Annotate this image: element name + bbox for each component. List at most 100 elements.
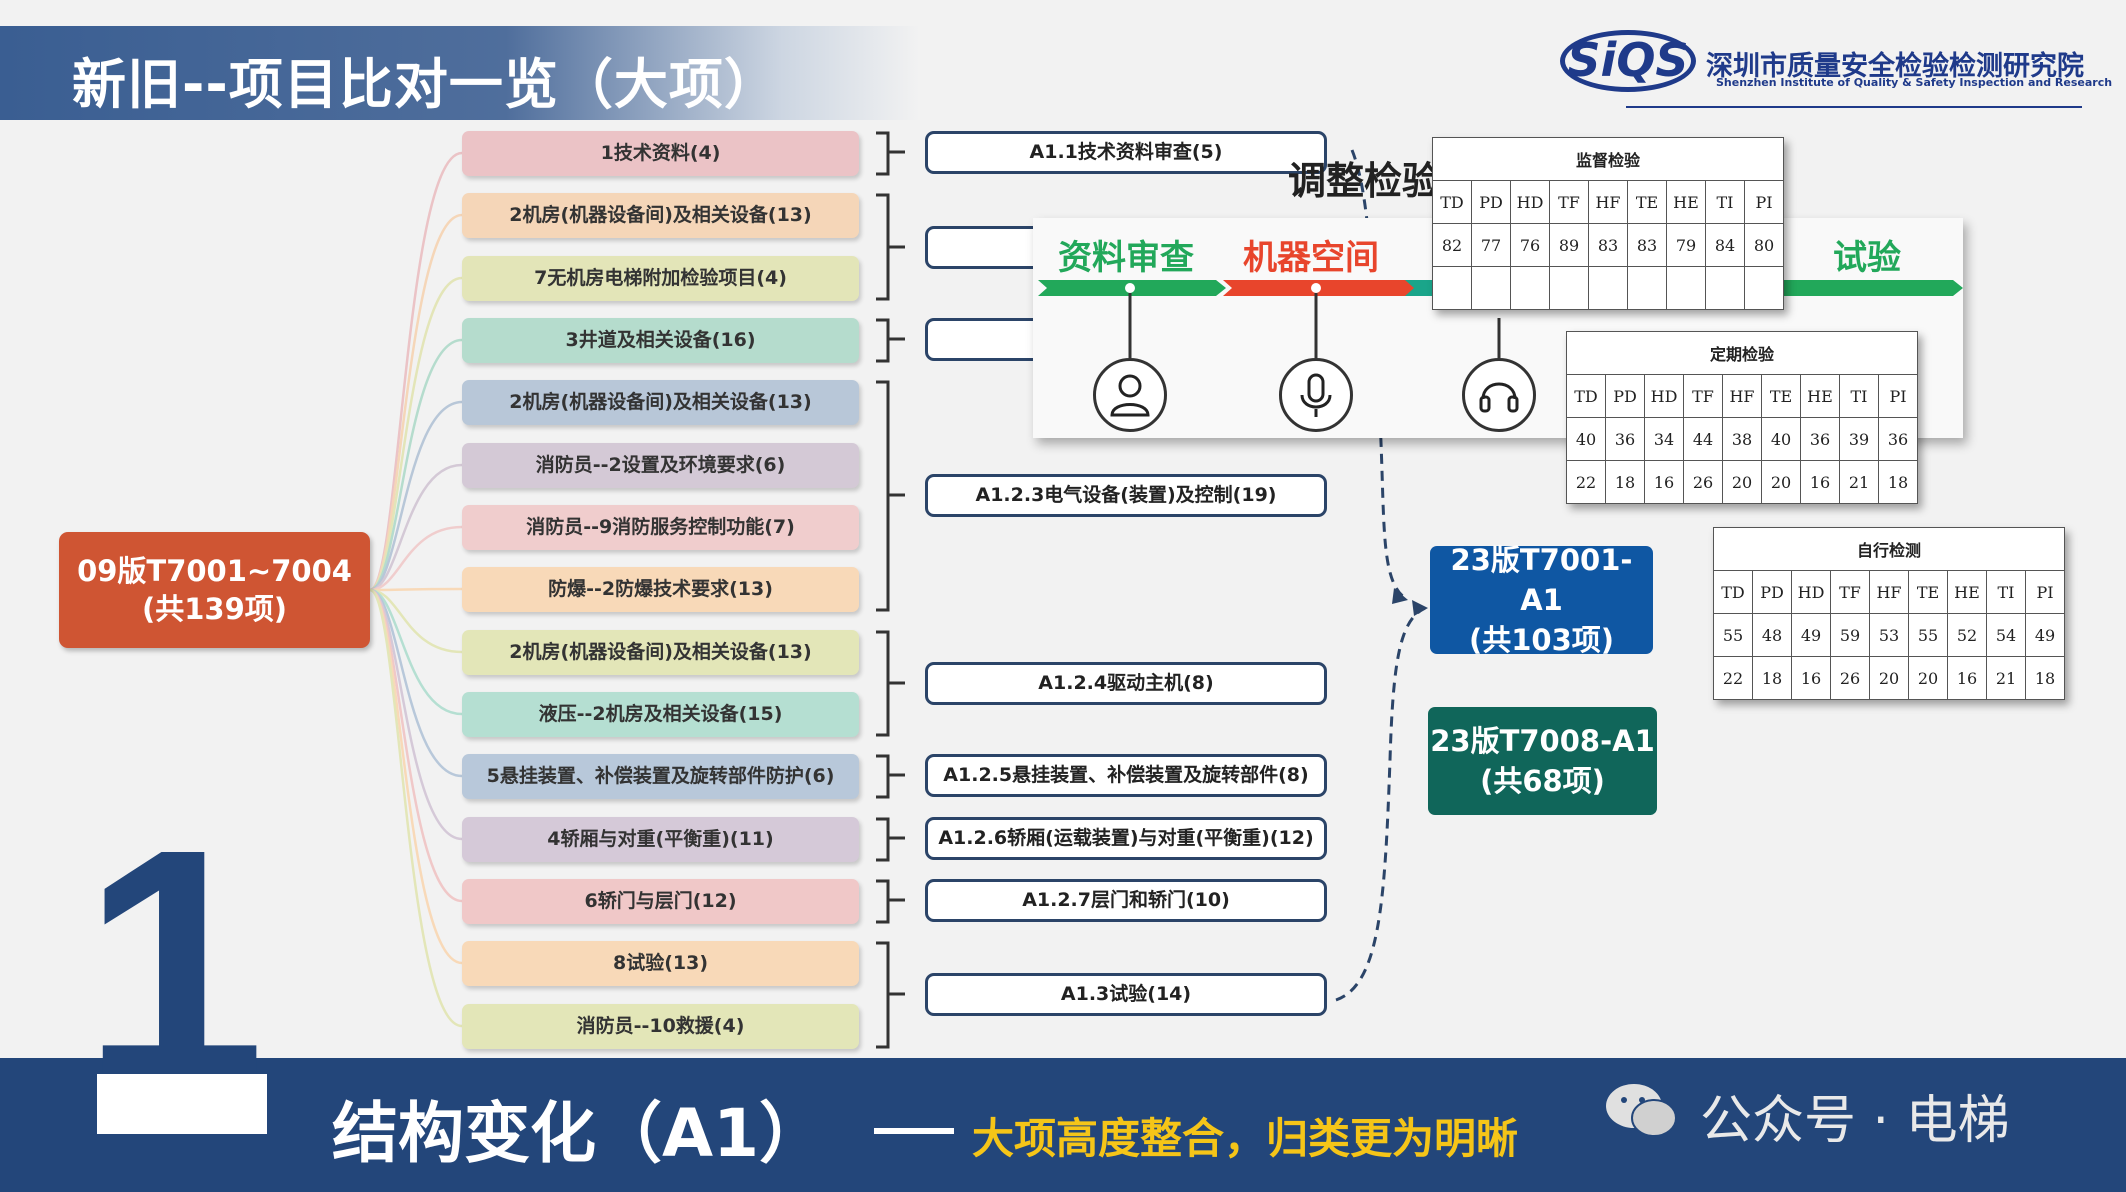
table-cell: 39 <box>1839 417 1879 461</box>
table-cell: 48 <box>1752 613 1792 657</box>
headset-icon <box>1462 358 1536 432</box>
tree-branch <box>369 525 463 592</box>
new-item-a1-2-5: A1.2.5悬挂装置、补偿装置及旋转部件(8) <box>925 754 1327 797</box>
old-item: 2机房(机器设备间)及相关设备(13) <box>462 630 859 675</box>
root-line1: 09版T7001~7004 <box>77 554 352 588</box>
footer-subtitle: 大项高度整合，归类更为明晰 <box>972 1114 1519 1163</box>
table-cell <box>1471 266 1511 310</box>
tree-branch <box>369 588 463 965</box>
section-number-base <box>97 1074 267 1134</box>
table-cell: 40 <box>1761 417 1801 461</box>
table-cell: 55 <box>1908 613 1948 657</box>
new-item-a1-2-7: A1.2.7层门和轿门(10) <box>925 879 1327 922</box>
table-cell <box>1588 266 1628 310</box>
table-cell: 36 <box>1878 417 1918 461</box>
stage-label-test: 试验 <box>1833 238 1901 278</box>
target-line2: (共68项) <box>1480 764 1605 798</box>
group-bracket <box>876 318 905 363</box>
tree-branch <box>369 276 463 592</box>
table-cell: 16 <box>1800 460 1840 504</box>
table-header-cell: PD <box>1605 374 1645 418</box>
footer-bar <box>0 1058 2126 1192</box>
table-cell: 26 <box>1683 460 1723 504</box>
target-t7008-a1: 23版T7008-A1 (共68项) <box>1428 707 1657 815</box>
tree-branch <box>369 588 463 716</box>
table-cell <box>1510 266 1550 310</box>
old-item: 1技术资料(4) <box>462 131 859 176</box>
new-item-a1-2-6: A1.2.6轿厢(运载装置)与对重(平衡重)(12) <box>925 817 1327 860</box>
table-header-cell: TD <box>1566 374 1606 418</box>
table-cell: 76 <box>1510 223 1550 267</box>
dashed-arrow-a13 <box>1335 606 1426 1002</box>
table-cell: 16 <box>1644 460 1684 504</box>
table-cell: 36 <box>1605 417 1645 461</box>
table-header-cell: TD <box>1432 180 1472 224</box>
table-cell <box>1432 266 1472 310</box>
table-cell: 21 <box>1839 460 1879 504</box>
table-header-cell: HD <box>1644 374 1684 418</box>
table-cell: 83 <box>1588 223 1628 267</box>
old-item: 2机房(机器设备间)及相关设备(13) <box>462 193 859 238</box>
table-header-cell: HF <box>1722 374 1762 418</box>
table-header-cell: HE <box>1666 180 1706 224</box>
table-header-cell: TF <box>1683 374 1723 418</box>
table-cell: 20 <box>1722 460 1762 504</box>
table-cell: 79 <box>1666 223 1706 267</box>
table-cell <box>1744 266 1784 310</box>
group-bracket <box>876 817 905 862</box>
target-line1: 23版T7008-A1 <box>1430 724 1655 758</box>
page-title: 新旧--项目比对一览（大项） <box>72 53 779 116</box>
table-cell: 80 <box>1744 223 1784 267</box>
table-header-cell: HF <box>1588 180 1628 224</box>
table-header-cell: PI <box>1878 374 1918 418</box>
footer-dash <box>874 1128 954 1134</box>
arrowhead-icon <box>1412 600 1428 616</box>
wechat-icon <box>1606 1084 1677 1137</box>
table-cell <box>1705 266 1745 310</box>
table-cell: 84 <box>1705 223 1745 267</box>
new-item-a1-2-3: A1.2.3电气设备(装置)及控制(19) <box>925 474 1327 517</box>
table-header-cell: TI <box>1705 180 1745 224</box>
old-item: 消防员--10救援(4) <box>462 1004 859 1049</box>
table-cell: 49 <box>2025 613 2065 657</box>
table-cell: 82 <box>1432 223 1472 267</box>
table-header-cell: TI <box>1839 374 1879 418</box>
new-item-a1-2-4: A1.2.4驱动主机(8) <box>925 662 1327 705</box>
table-cell: 34 <box>1644 417 1684 461</box>
tree-branch <box>369 588 463 903</box>
table-header-cell: TF <box>1549 180 1589 224</box>
table-header-cell: HD <box>1510 180 1550 224</box>
target-t7001-a1: 23版T7001-A1 (共103项) <box>1430 543 1653 657</box>
table-cell: 20 <box>1761 460 1801 504</box>
table-cell: 21 <box>1986 656 2026 700</box>
table-title: 定期检验 <box>1566 331 1918 375</box>
old-item: 7无机房电梯附加检验项目(4) <box>462 256 859 301</box>
target-line2: (共103项) <box>1468 623 1615 657</box>
new-item-a1-1: A1.1技术资料审查(5) <box>925 131 1327 174</box>
group-bracket <box>876 941 905 1049</box>
group-bracket <box>876 630 905 737</box>
table-header-cell: TE <box>1627 180 1667 224</box>
table-cell: 38 <box>1722 417 1762 461</box>
stage-label-machine-space: 机器空间 <box>1243 238 1379 278</box>
new-item-a1-3: A1.3试验(14) <box>925 973 1327 1016</box>
table-cell: 49 <box>1791 613 1831 657</box>
table-cell: 83 <box>1627 223 1667 267</box>
person-icon <box>1093 358 1167 432</box>
table-cell <box>1549 266 1589 310</box>
old-item: 消防员--9消防服务控制功能(7) <box>462 505 859 550</box>
old-item: 5悬挂装置、补偿装置及旋转部件防护(6) <box>462 754 859 799</box>
arrowhead-icon <box>1392 588 1408 604</box>
tree-branch <box>369 463 463 592</box>
stage-label-review: 资料审查 <box>1058 238 1194 278</box>
table-cell: 26 <box>1830 656 1870 700</box>
title-bar <box>0 26 920 120</box>
root-09-standard: 09版T7001~7004 (共139项) <box>59 532 370 648</box>
old-item: 6轿门与层门(12) <box>462 879 859 924</box>
logo-underline <box>1626 106 2082 108</box>
tree-branch <box>369 400 463 592</box>
table-cell: 18 <box>2025 656 2065 700</box>
table-header-cell: PI <box>2025 570 2065 614</box>
